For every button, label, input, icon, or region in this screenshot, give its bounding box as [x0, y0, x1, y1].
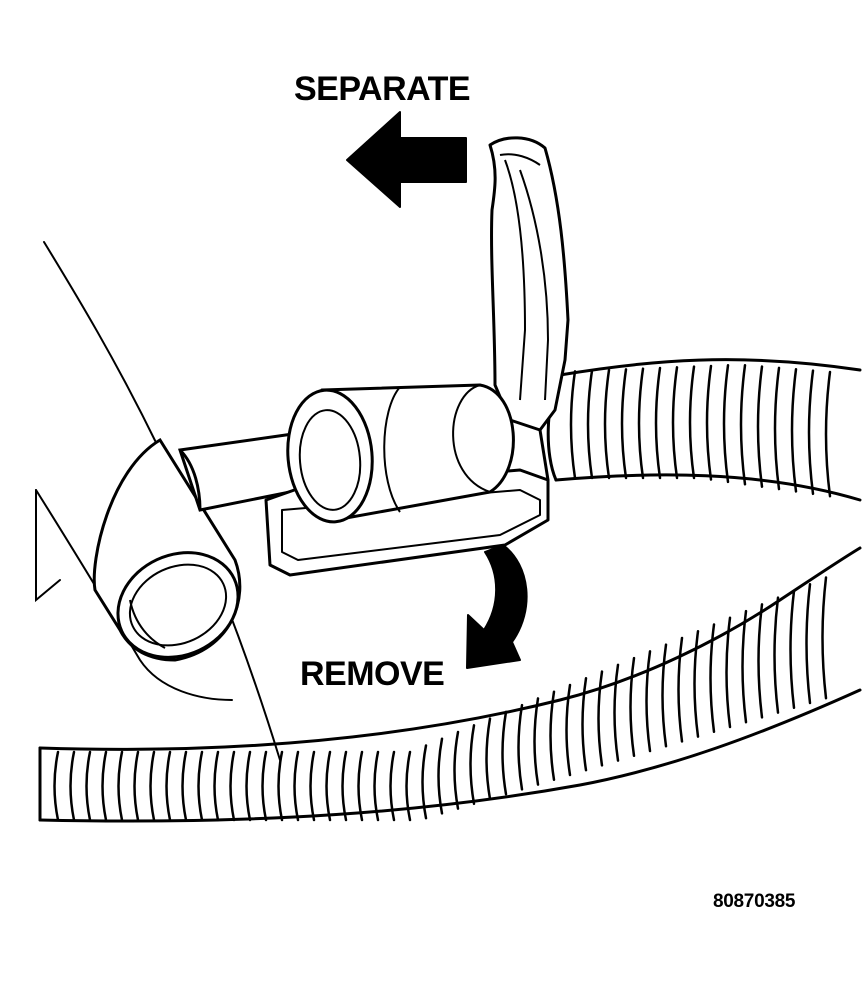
conduit-rib	[677, 636, 684, 743]
conduit-rib	[133, 750, 140, 822]
conduit-rib	[756, 365, 764, 488]
conduit-rib	[757, 603, 764, 719]
conduit-rib	[565, 683, 572, 777]
conduit-rib	[165, 750, 172, 822]
separate-label: SEPARATE	[294, 70, 471, 108]
conduit-rib	[739, 363, 747, 486]
conduit-rib	[437, 737, 444, 815]
conduit-rib	[597, 670, 604, 767]
conduit-rib	[261, 750, 268, 822]
conduit-rib	[389, 750, 396, 822]
corrugated-conduit-lower	[38, 546, 862, 823]
conduit-rib	[549, 690, 556, 782]
conduit-rib	[341, 750, 348, 822]
conduit-rib	[69, 750, 76, 822]
conduit-rib	[309, 750, 316, 822]
separate-arrow-icon	[346, 111, 467, 208]
conduit-rib	[117, 750, 124, 822]
conduit-ribs-upper	[569, 363, 832, 498]
conduit-rib	[245, 750, 252, 822]
conduit-rib	[469, 724, 476, 806]
conduit-rib	[293, 750, 300, 822]
conduit-rib	[705, 364, 713, 481]
conduit-rib	[613, 663, 620, 762]
conduit-rib	[741, 609, 748, 724]
conduit-rib	[709, 623, 716, 734]
conduit-rib	[533, 697, 540, 786]
retaining-clip	[264, 136, 570, 577]
conduit-rib	[581, 677, 588, 772]
conduit-rib	[373, 750, 380, 822]
conduit-rib	[725, 616, 732, 729]
conduit-rib	[586, 369, 594, 480]
conduit-rib	[85, 750, 92, 822]
conduit-rib	[405, 750, 412, 822]
conduit-rib	[277, 750, 284, 822]
conduit-rib	[101, 750, 108, 822]
conduit-rib	[620, 368, 628, 480]
conduit-rib	[645, 650, 652, 753]
conduit-rib	[637, 367, 645, 480]
conduit-rib	[773, 596, 780, 714]
conduit-rib	[807, 369, 815, 496]
conduit-rib	[789, 589, 796, 710]
conduit-rib	[357, 750, 364, 822]
conduit-rib	[773, 366, 781, 491]
remove-label: REMOVE	[300, 655, 445, 693]
conduit-rib	[805, 582, 812, 705]
conduit-rib	[688, 365, 696, 480]
conduit-rib	[149, 750, 156, 822]
conduit-rib	[53, 750, 60, 822]
conduit-rib	[629, 656, 636, 758]
conduit-rib	[501, 710, 508, 796]
conduit-rib	[722, 364, 730, 484]
conduit-rib	[661, 643, 668, 748]
conduit-rib	[421, 744, 428, 820]
conduit-rib	[213, 750, 220, 822]
conduit-rib	[229, 750, 236, 822]
conduit-rib	[485, 717, 492, 801]
conduit-rib	[693, 629, 700, 738]
remove-arrow-icon	[466, 544, 528, 669]
conduit-rib	[654, 366, 662, 480]
conduit-rib	[517, 703, 524, 791]
conduit-rib	[181, 750, 188, 822]
conduit-rib	[824, 370, 832, 498]
figure-code: 80870385	[713, 891, 796, 912]
conduit-rib	[671, 366, 679, 480]
conduit-rib	[569, 370, 577, 480]
corrugated-conduit-upper	[546, 358, 862, 502]
conduit-rib	[603, 368, 611, 480]
tube-end	[92, 437, 242, 662]
conduit-rib	[197, 750, 204, 822]
conduit-rib	[821, 576, 828, 700]
conduit-rib	[325, 750, 332, 822]
conduit-rib	[790, 368, 798, 493]
conduit-rib	[453, 730, 460, 810]
conduit-ribs-lower	[53, 576, 828, 822]
